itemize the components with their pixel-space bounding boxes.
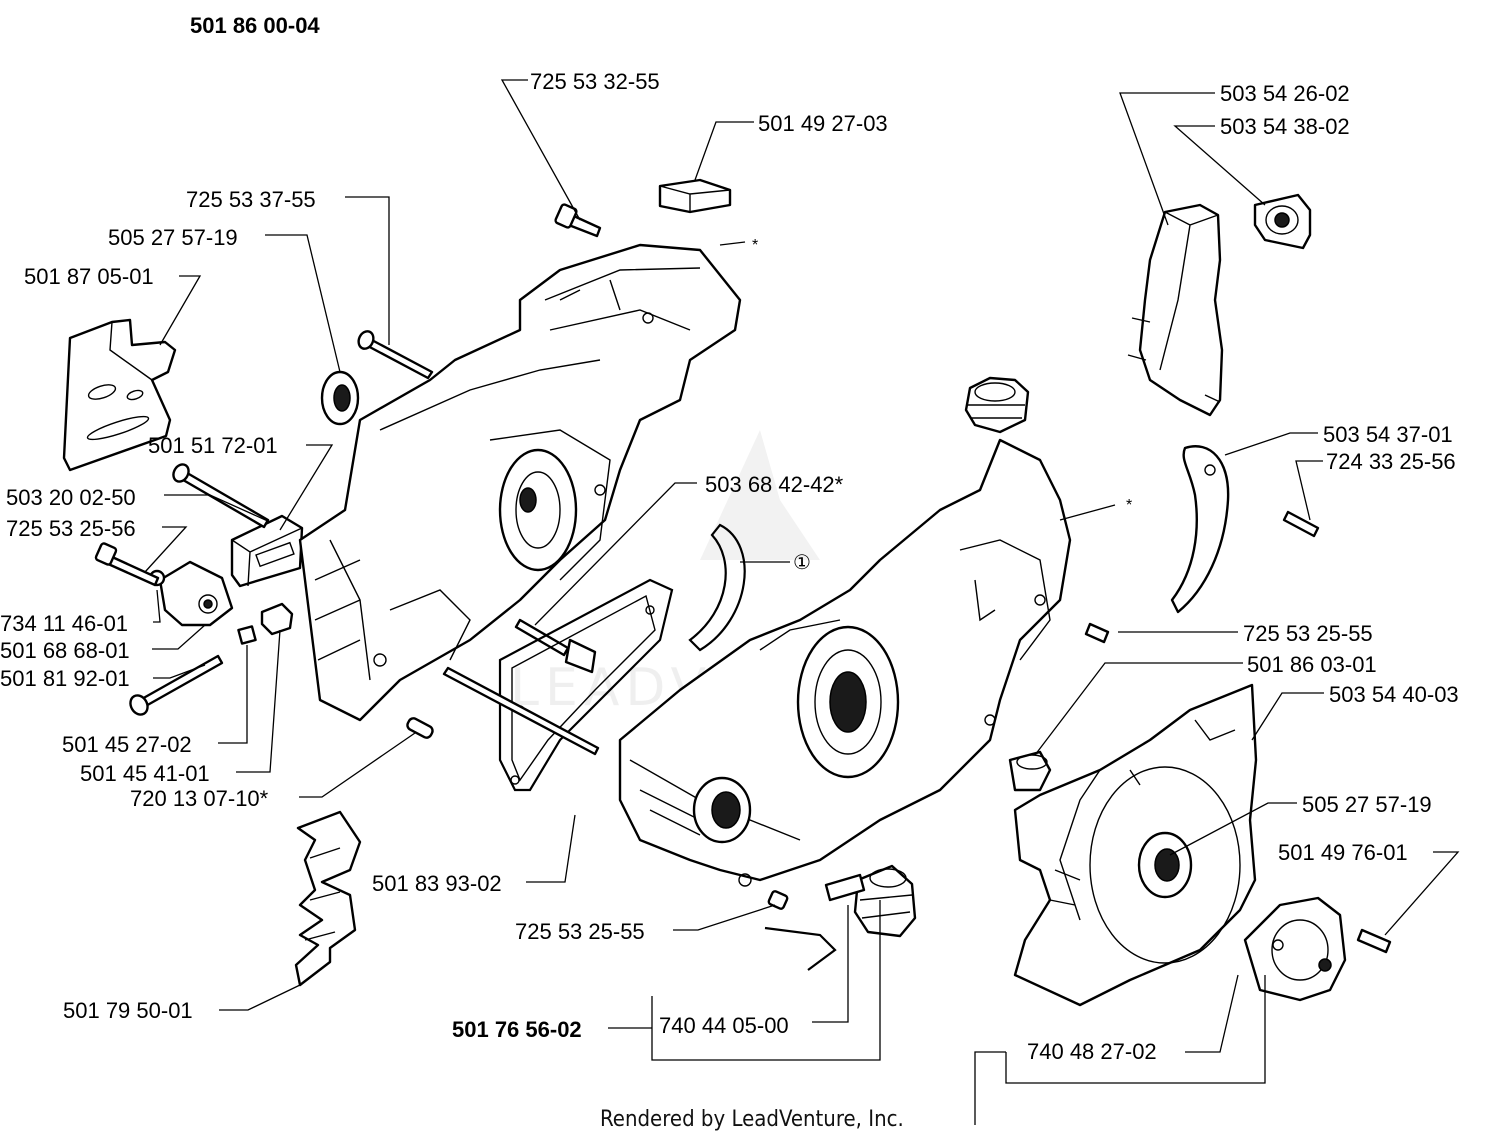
label-501-87-05-01: 501 87 05-01 bbox=[24, 264, 154, 289]
label-501-79-50-01: 501 79 50-01 bbox=[63, 998, 193, 1023]
cylinder-cap-part bbox=[964, 376, 1030, 434]
label-724-33-25-56: 724 33 25-56 bbox=[1326, 449, 1456, 474]
screws bbox=[94, 203, 1392, 954]
bar-guide-plate-part bbox=[62, 318, 177, 472]
asterisk-marker-right: * bbox=[1126, 497, 1132, 514]
label-501-86-03-01: 501 86 03-01 bbox=[1247, 652, 1377, 677]
oil-filter-assembly-part bbox=[764, 864, 917, 971]
label-501-49-76-01: 501 49 76-01 bbox=[1278, 840, 1408, 865]
label-501-83-93-02: 501 83 93-02 bbox=[372, 871, 502, 896]
part-number-labels: 725 53 32-55 501 49 27-03 725 53 37-55 5… bbox=[0, 69, 1459, 1064]
chain-catcher-part bbox=[294, 810, 362, 987]
label-725-53-25-55-right: 725 53 25-55 bbox=[1243, 621, 1373, 646]
crankcase-right-half-part bbox=[618, 438, 1072, 887]
adjuster-nut-part bbox=[260, 602, 294, 636]
clutch-cover-plate-part bbox=[1013, 683, 1258, 1007]
label-503-68-42-42: 503 68 42-42* bbox=[705, 472, 844, 497]
chain-oil-tube-part bbox=[442, 666, 600, 756]
label-501-81-92-01: 501 81 92-01 bbox=[0, 666, 130, 691]
label-503-54-26-02: 503 54 26-02 bbox=[1220, 81, 1350, 106]
label-505-27-57-19-right: 505 27 57-19 bbox=[1302, 792, 1432, 817]
tensioner-body-part bbox=[148, 560, 234, 627]
label-740-44-05-00: 740 44 05-00 bbox=[659, 1013, 789, 1038]
asterisk-marker-top: * bbox=[752, 237, 758, 254]
air-guide-part bbox=[1127, 203, 1224, 417]
assembly-label: 501 76 56-02 bbox=[452, 1017, 582, 1042]
label-503-54-38-02: 503 54 38-02 bbox=[1220, 114, 1350, 139]
chain-tensioner-block-part bbox=[230, 514, 304, 588]
crankcase-gasket-part bbox=[498, 523, 746, 792]
label-725-53-37-55: 725 53 37-55 bbox=[186, 187, 316, 212]
cover-plate-part bbox=[1170, 445, 1230, 614]
label-501-51-72-01: 501 51 72-01 bbox=[148, 433, 278, 458]
label-503-54-40-03: 503 54 40-03 bbox=[1329, 682, 1459, 707]
label-740-48-27-02: 740 48 27-02 bbox=[1027, 1039, 1157, 1064]
diagram-title: 501 86 00-04 bbox=[190, 13, 320, 38]
label-725-53-25-55-center: 725 53 25-55 bbox=[515, 919, 645, 944]
label-501-49-27-03: 501 49 27-03 bbox=[758, 111, 888, 136]
label-503-20-02-50: 503 20 02-50 bbox=[6, 485, 136, 510]
label-501-45-41-01: 501 45 41-01 bbox=[80, 761, 210, 786]
label-501-45-27-02: 501 45 27-02 bbox=[62, 732, 192, 757]
label-720-13-07-10: 720 13 07-10* bbox=[130, 786, 269, 811]
footer-credit: Rendered by LeadVenture, Inc. bbox=[600, 1107, 904, 1132]
small-bracket-part bbox=[658, 178, 732, 214]
seal-ring-left bbox=[320, 370, 360, 426]
label-725-53-25-56: 725 53 25-56 bbox=[6, 516, 136, 541]
leader-lines bbox=[144, 79, 1460, 1125]
label-725-53-32-55: 725 53 32-55 bbox=[530, 69, 660, 94]
oil-pump-part bbox=[1243, 896, 1347, 1002]
label-505-27-57-19-left: 505 27 57-19 bbox=[108, 225, 238, 250]
label-734-11-46-01: 734 11 46-01 bbox=[0, 611, 128, 636]
crankcase-left-half-part bbox=[298, 243, 742, 722]
label-503-54-37-01: 503 54 37-01 bbox=[1323, 422, 1453, 447]
part-illustrations bbox=[62, 178, 1392, 1007]
square-nut-part bbox=[237, 625, 257, 645]
intake-gasket-part bbox=[1253, 193, 1312, 250]
circle-marker: ① bbox=[793, 552, 811, 574]
label-501-68-68-01: 501 68 68-01 bbox=[0, 638, 130, 663]
seal-plug-part bbox=[1008, 750, 1052, 792]
